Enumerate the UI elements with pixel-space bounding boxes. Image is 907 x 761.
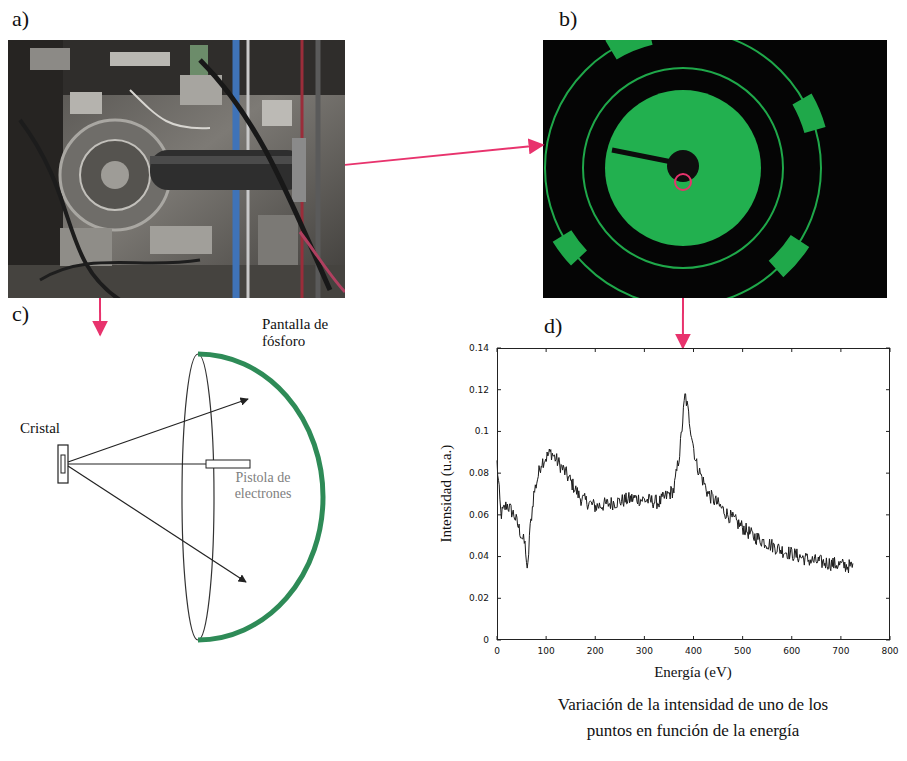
lab-photo <box>8 40 345 298</box>
figure-caption: Variación de la intensidad de uno de los… <box>533 692 853 745</box>
drawn-circle <box>605 90 761 246</box>
axis-title: Intensidad (u.a.) <box>438 445 455 543</box>
drawn-line <box>68 466 246 582</box>
tick-label: 0.06 <box>469 510 489 520</box>
tick-label: 500 <box>734 646 751 656</box>
tick-label: 700 <box>832 646 849 656</box>
chart-frame: d) <box>497 348 890 640</box>
drawn-circle <box>101 161 129 189</box>
screen-label: Pantalla de fósforo <box>262 316 357 351</box>
drawn-ellipse <box>182 354 214 640</box>
drawn-path <box>130 90 210 128</box>
drawn-path <box>562 236 579 258</box>
panel-letter: c) <box>12 303 29 325</box>
drawn-rect <box>543 40 887 298</box>
drawn-path <box>198 354 323 640</box>
drawn-rect <box>30 48 70 70</box>
tick-label: 0.12 <box>469 385 489 395</box>
tick-label: 600 <box>783 646 800 656</box>
drawn-rect <box>150 226 212 254</box>
drawn-line <box>68 463 206 464</box>
drawn-path <box>20 120 120 298</box>
tick-label: 0.1 <box>475 426 489 436</box>
pointer-arrow <box>99 298 101 335</box>
drawn-rect <box>8 40 63 298</box>
panel-letter: b) <box>559 8 577 30</box>
drawn-path <box>300 232 345 292</box>
tick-label: 400 <box>685 646 702 656</box>
drawn-rect <box>206 460 250 468</box>
leed-pattern-photo <box>543 40 887 298</box>
tick-label: 0 <box>483 635 489 645</box>
tick-label: 100 <box>538 646 555 656</box>
drawn-rect <box>110 52 170 66</box>
tick-label: 0.02 <box>469 593 489 603</box>
drawn-rect <box>292 138 306 202</box>
crystal-label: Cristal <box>20 420 60 437</box>
pointer-arrow <box>345 145 543 165</box>
drawn-path <box>40 260 200 280</box>
gun-label: Pistola de electrones <box>222 470 304 502</box>
drawn-rect <box>150 156 305 164</box>
drawn-circle <box>545 40 821 298</box>
drawn-circle <box>675 174 691 190</box>
drawn-rect <box>262 100 292 126</box>
pointer-arrow <box>682 298 684 348</box>
drawn-path <box>200 60 330 290</box>
panel-letter: a) <box>12 8 29 30</box>
tick-label: 200 <box>587 646 604 656</box>
drawn-rect <box>258 215 298 265</box>
drawn-circle <box>583 68 783 268</box>
intensity-curve <box>497 394 853 573</box>
drawn-path <box>802 99 815 130</box>
drawn-line <box>612 150 672 162</box>
intensity-chart <box>497 348 890 640</box>
drawn-path <box>611 40 650 50</box>
drawn-circle <box>667 150 699 182</box>
leed-schematic <box>58 354 323 640</box>
tick-label: 300 <box>636 646 653 656</box>
drawn-rect <box>61 455 65 473</box>
panel-frame: b) <box>543 40 887 298</box>
tick-label: 0.14 <box>469 343 489 353</box>
drawn-rect <box>58 445 68 483</box>
tick-label: 0 <box>494 646 500 656</box>
drawn-rect <box>8 40 345 298</box>
panel-letter: d) <box>544 315 562 337</box>
drawn-rect <box>70 92 102 114</box>
tick-label: 0.08 <box>469 468 489 478</box>
panel-frame: a) <box>8 40 345 298</box>
tick-label: 0.04 <box>469 551 489 561</box>
drawn-circle <box>80 140 150 210</box>
drawn-line <box>68 399 248 462</box>
drawn-path <box>776 241 800 269</box>
axis-title: Energía (eV) <box>654 664 732 681</box>
tick-label: 800 <box>881 646 898 656</box>
